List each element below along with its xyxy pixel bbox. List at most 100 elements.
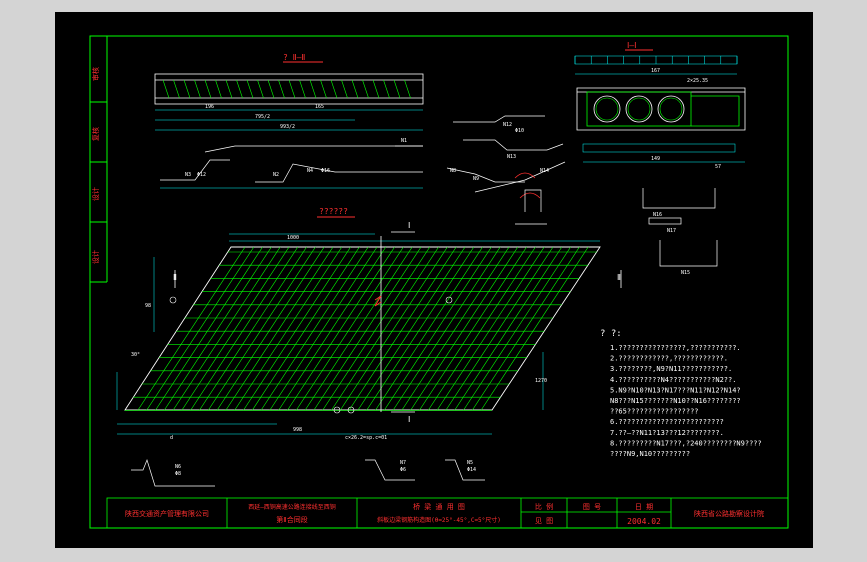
bent-bar-tags: N3 Φ12 N2 N4 Φ16 N1 xyxy=(185,138,407,178)
section-1-dims-bottom xyxy=(582,143,745,163)
title-block-grid xyxy=(106,497,789,529)
mid-bar-details xyxy=(446,115,566,193)
cut-2-right-label: Ⅱ xyxy=(617,273,621,282)
tb-scale-label: 比 例 xyxy=(535,502,553,511)
tag-n12: N12 xyxy=(503,122,512,128)
tag-phi16: Φ16 xyxy=(321,168,330,174)
tag-phi14: Φ14 xyxy=(467,467,476,473)
tag-n1: N1 xyxy=(401,138,407,144)
dim-plan-height: 1270 xyxy=(535,378,547,384)
tag-n4: N4 xyxy=(307,168,313,174)
note-line: 1.????????????????,???????????. xyxy=(610,344,741,352)
hollow-cores xyxy=(593,95,685,123)
dim-top-c: 795/2 xyxy=(255,114,270,120)
mid-markers xyxy=(514,172,541,199)
cut-2-left-label: Ⅱ xyxy=(173,273,177,282)
tag-n17: N17 xyxy=(667,228,676,234)
plan-dims xyxy=(116,257,544,435)
tb-drawing-2: 斜板边梁钢筋构造图(θ=25°-45°,C=5°尺寸) xyxy=(377,516,501,524)
drawing-svg: 审核 复核 设计 设计 ? Ⅱ—Ⅱ 196 165 795/2 993/2 N3… xyxy=(89,35,789,529)
note-line: 8.?????????N17???,?240????????N9???? xyxy=(610,439,762,447)
tag-n14: N14 xyxy=(540,168,549,174)
tag-n16: N16 xyxy=(653,212,662,218)
tag-n15: N15 xyxy=(681,270,690,276)
note-line: ??65????????????????? xyxy=(610,408,699,416)
note-line: ????N9,N10????????? xyxy=(610,450,690,458)
tb-company: 陕西交通资产管理有限公司 xyxy=(125,509,209,518)
tb-designer: 陕西省公路勘察设计院 xyxy=(694,509,764,518)
plan-dim-top xyxy=(229,233,600,242)
tag-phi10: Φ10 xyxy=(515,128,524,134)
section-2-title: ? Ⅱ—Ⅱ xyxy=(283,53,305,62)
section-2-beam xyxy=(154,73,424,105)
dim-top-b: 165 xyxy=(315,104,324,110)
notes-heading: ? ?: xyxy=(600,329,622,339)
dim-top-a: 196 xyxy=(205,104,214,110)
note-line: 6.????????????????????????? xyxy=(610,418,724,426)
cut-1-bottom-label: Ⅰ xyxy=(408,415,410,424)
dim-sec1-right: 2×25.35 xyxy=(687,78,708,84)
bottom-bar-details xyxy=(131,458,485,487)
tag-n9: N9 xyxy=(473,176,479,182)
note-line: 5.N9?N10?N13?N17???N11?N12?N14? xyxy=(610,386,741,394)
dim-sec1-bot2: 57 xyxy=(715,164,721,170)
tag-n2: N2 xyxy=(273,172,279,178)
tag-n3: N3 xyxy=(185,172,191,178)
side-label-review: 审核 xyxy=(91,67,100,81)
section-1-ticks xyxy=(574,56,738,64)
tb-drawing-1: 桥 梁 通 用 图 xyxy=(413,502,465,511)
dim-sec1-bottom: 149 xyxy=(651,156,660,162)
section-1-rebar-cage xyxy=(586,91,740,127)
section-1-slab xyxy=(576,87,746,131)
note-line: 3.????????,N9?N11???????????. xyxy=(610,365,732,373)
dim-plan-top: 1000 xyxy=(287,235,299,241)
note-line: N8???N15???????N10??N16???????? xyxy=(610,397,741,405)
tag-phi8: Φ8 xyxy=(175,471,181,477)
dim-angle: 30° xyxy=(131,352,140,358)
dim-plan-left: d xyxy=(170,435,173,441)
bent-bar-details xyxy=(160,145,423,183)
dim-plan-right: c×26.2=sp.c=01 xyxy=(345,435,387,441)
cut-marker-1 xyxy=(391,231,415,413)
side-label-design: 设计 xyxy=(91,187,100,201)
side-label-design-2: 设计 xyxy=(91,250,100,264)
side-label-check: 复核 xyxy=(91,127,100,141)
tb-project-2: 第Ⅱ合同段 xyxy=(276,515,307,524)
tag-n7: N7 xyxy=(400,460,406,466)
cut-marker-2 xyxy=(174,270,622,288)
note-line: 7.??—??N11?13???12????????. xyxy=(610,429,724,437)
tb-scale-value: 见 图 xyxy=(535,517,553,525)
cut-1-top-label: Ⅰ xyxy=(408,221,410,230)
section-2-stirrups xyxy=(162,79,411,99)
section-1-title: Ⅰ—Ⅰ xyxy=(627,41,637,50)
note-line: 2.????????????,????????????. xyxy=(610,355,728,363)
tag-n8: N8 xyxy=(450,168,456,174)
notes-list: 1.????????????????,???????????. 2.???????… xyxy=(610,344,762,458)
dim-plan-side: 98 xyxy=(145,303,151,309)
cad-drawing-canvas[interactable]: 审核 复核 设计 设计 ? Ⅱ—Ⅱ 196 165 795/2 993/2 N3… xyxy=(55,12,813,548)
tb-date-label: 日 期 xyxy=(635,503,653,511)
mid-bar-tags: N12 Φ10 N13 N8 N9 N14 xyxy=(450,122,549,182)
u-bar-details xyxy=(642,188,718,267)
tag-phi12: Φ12 xyxy=(197,172,206,178)
tag-phi6: Φ6 xyxy=(400,467,406,473)
dim-sec1-total: 167 xyxy=(651,68,660,74)
plan-tags xyxy=(169,296,453,414)
section-2-dims xyxy=(155,109,423,131)
skew-slab-outline xyxy=(124,246,601,411)
tag-n6: N6 xyxy=(175,464,181,470)
mid-stirrup xyxy=(515,189,547,225)
tag-n5: N5 xyxy=(467,460,473,466)
note-line: 4.??????????N4???????????N2??. xyxy=(610,376,736,384)
tb-project-1: 西延—西铜高速公路连接线至西铜 xyxy=(248,503,336,511)
plan-longitudinal-bars xyxy=(124,251,597,411)
plan-transverse-bars xyxy=(137,246,589,411)
plan-title: ?????? xyxy=(319,207,348,216)
tag-n13: N13 xyxy=(507,154,516,160)
tb-drawing-no-label: 图 号 xyxy=(583,503,601,511)
u-bar-tags: N16 N17 N15 xyxy=(653,212,690,276)
tb-date: 2004.02 xyxy=(627,517,661,526)
dim-plan-width: 998 xyxy=(293,427,302,433)
dim-top-d: 993/2 xyxy=(280,124,295,130)
bottom-bar-tags: N6 Φ8 N7 Φ6 N5 Φ14 xyxy=(175,460,476,477)
